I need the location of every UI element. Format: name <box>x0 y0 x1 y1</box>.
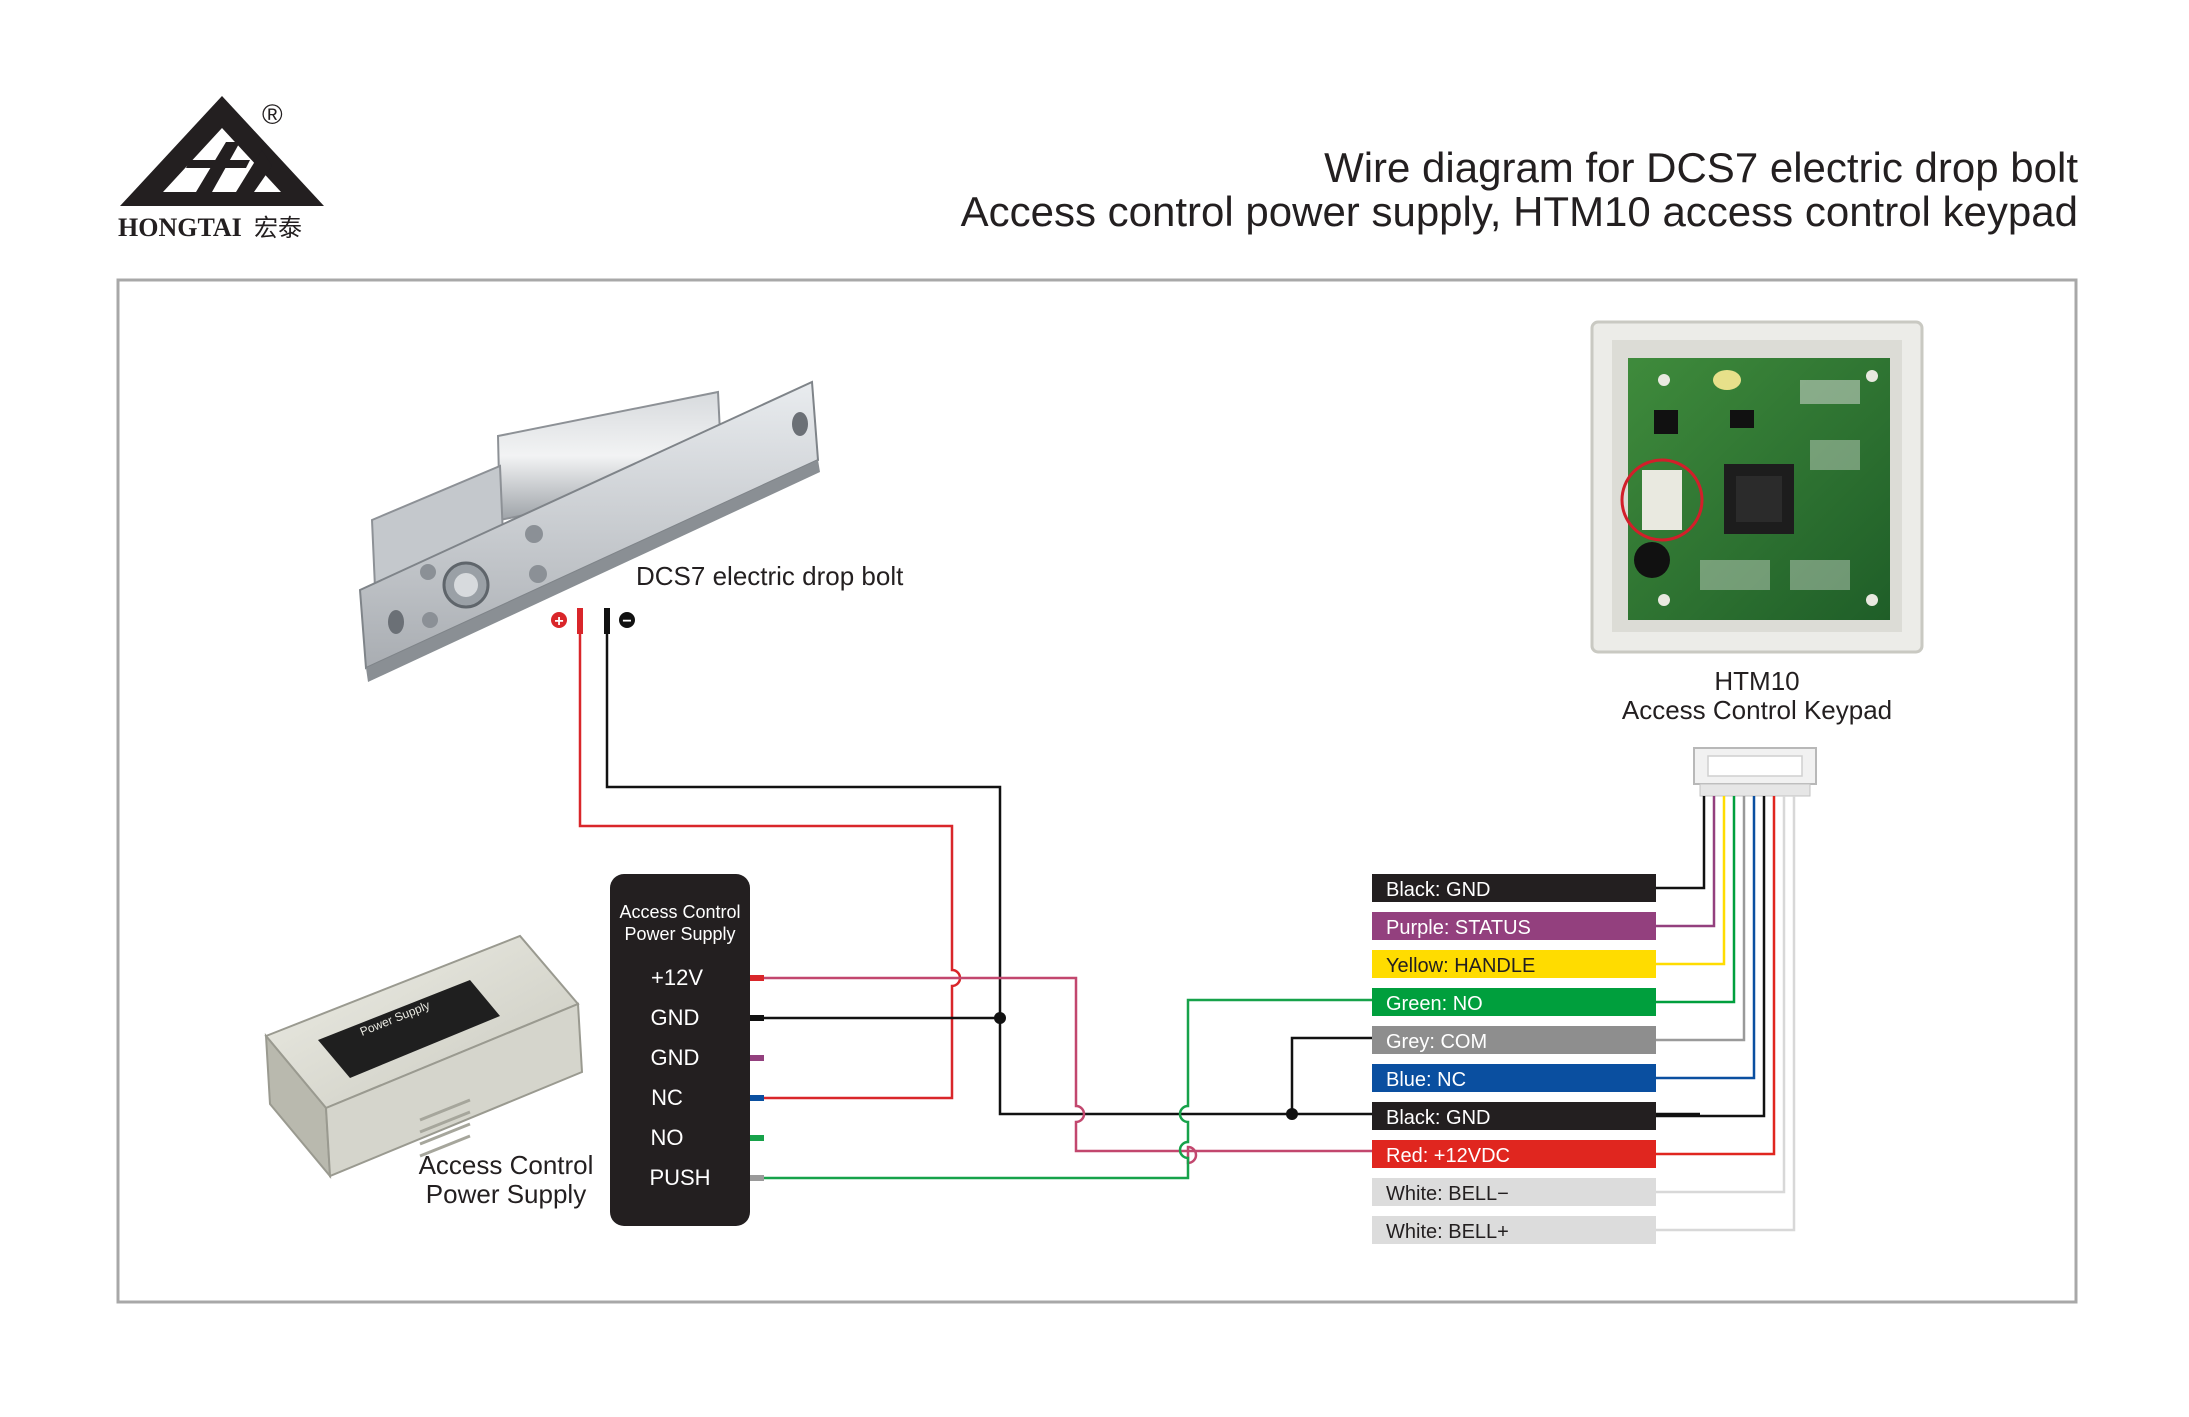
title-line-2: Access control power supply, HTM10 acces… <box>961 188 2078 235</box>
wire-label-green: Green: NO <box>1386 993 1483 1015</box>
positive-symbol: + <box>554 613 563 630</box>
drop-bolt-label: DCS7 electric drop bolt <box>636 561 904 591</box>
power-supply-terminal-box <box>610 874 750 1226</box>
terminal-12v: +12V <box>651 965 703 990</box>
terminal-box-title-line-2: Power Supply <box>624 924 735 944</box>
wire-label-bar-green <box>1372 988 1656 1016</box>
wire-labels: Black: GND Purple: STATUS Yellow: HANDLE… <box>1372 874 1656 1244</box>
wire-com-to-gnd <box>1290 1036 1378 1114</box>
wire-label-bar-grey <box>1372 1026 1656 1054</box>
wire-label-bar-red <box>1372 1140 1656 1168</box>
brand-chinese: 宏泰 <box>254 214 302 242</box>
keypad-label-line-2: Access Control Keypad <box>1622 695 1892 725</box>
negative-symbol: − <box>622 613 631 630</box>
wire-label-blue: Blue: NC <box>1386 1069 1466 1091</box>
wire-label-bar-purple <box>1372 912 1656 940</box>
wire-label-bar-white-bell-minus <box>1372 1178 1656 1206</box>
diagram-frame <box>116 278 2078 1304</box>
brand-name: HONGTAI <box>118 213 242 242</box>
wire-label-bar-blue <box>1372 1064 1656 1092</box>
power-supply-label-line-1: Access Control <box>419 1150 594 1180</box>
junction-dot-2 <box>1286 1108 1298 1120</box>
drop-bolt-device <box>358 380 820 682</box>
wire-label-white-bell-plus: White: BELL+ <box>1386 1221 1509 1243</box>
terminal-nc: NC <box>651 1085 683 1110</box>
wire-ps-push <box>764 998 1378 1180</box>
keypad-connector <box>1693 747 1817 797</box>
wire-label-purple: Purple: STATUS <box>1386 917 1531 939</box>
title-line-1: Wire diagram for DCS7 electric drop bolt <box>1324 144 2078 191</box>
wire-label-grey: Grey: COM <box>1386 1031 1487 1053</box>
terminal-gnd-1: GND <box>651 1005 700 1030</box>
power-supply-label-line-2: Power Supply <box>426 1179 586 1209</box>
terminal-push: PUSH <box>649 1165 710 1190</box>
wire-label-bar-yellow <box>1372 950 1656 978</box>
terminal-gnd-2: GND <box>651 1045 700 1070</box>
negative-terminal-icon <box>619 612 635 628</box>
wire-label-red: Red: +12VDC <box>1386 1145 1510 1167</box>
bolt-black-lead <box>604 608 610 634</box>
terminal-box-title-line-1: Access Control <box>619 902 740 922</box>
terminal-no: NO <box>651 1125 684 1150</box>
wire-label-black-gnd-1: Black: GND <box>1386 879 1490 901</box>
wire-label-bar-black-gnd-1 <box>1372 874 1656 902</box>
power-supply-unit: Power Supply <box>264 934 584 1179</box>
keypad-label-line-1: HTM10 <box>1714 666 1799 696</box>
wire-label-bar-white-bell-plus <box>1372 1216 1656 1244</box>
positive-terminal-icon <box>551 612 567 628</box>
wire-label-yellow: Yellow: HANDLE <box>1386 955 1535 977</box>
wire-label-bar-black-gnd-2 <box>1372 1102 1656 1130</box>
wire-bolt-negative <box>605 634 1700 1116</box>
wire-ps-12v <box>764 976 1378 1165</box>
junction-dot-1 <box>994 1012 1006 1024</box>
registered-mark: ® <box>262 99 283 130</box>
keypad-board <box>1590 320 1924 654</box>
wire-label-white-bell-minus: White: BELL− <box>1386 1183 1509 1205</box>
keypad-harness <box>1656 796 1796 1232</box>
bolt-red-lead <box>577 608 583 634</box>
wire-label-black-gnd-2: Black: GND <box>1386 1107 1490 1129</box>
hongtai-logo <box>120 96 324 206</box>
